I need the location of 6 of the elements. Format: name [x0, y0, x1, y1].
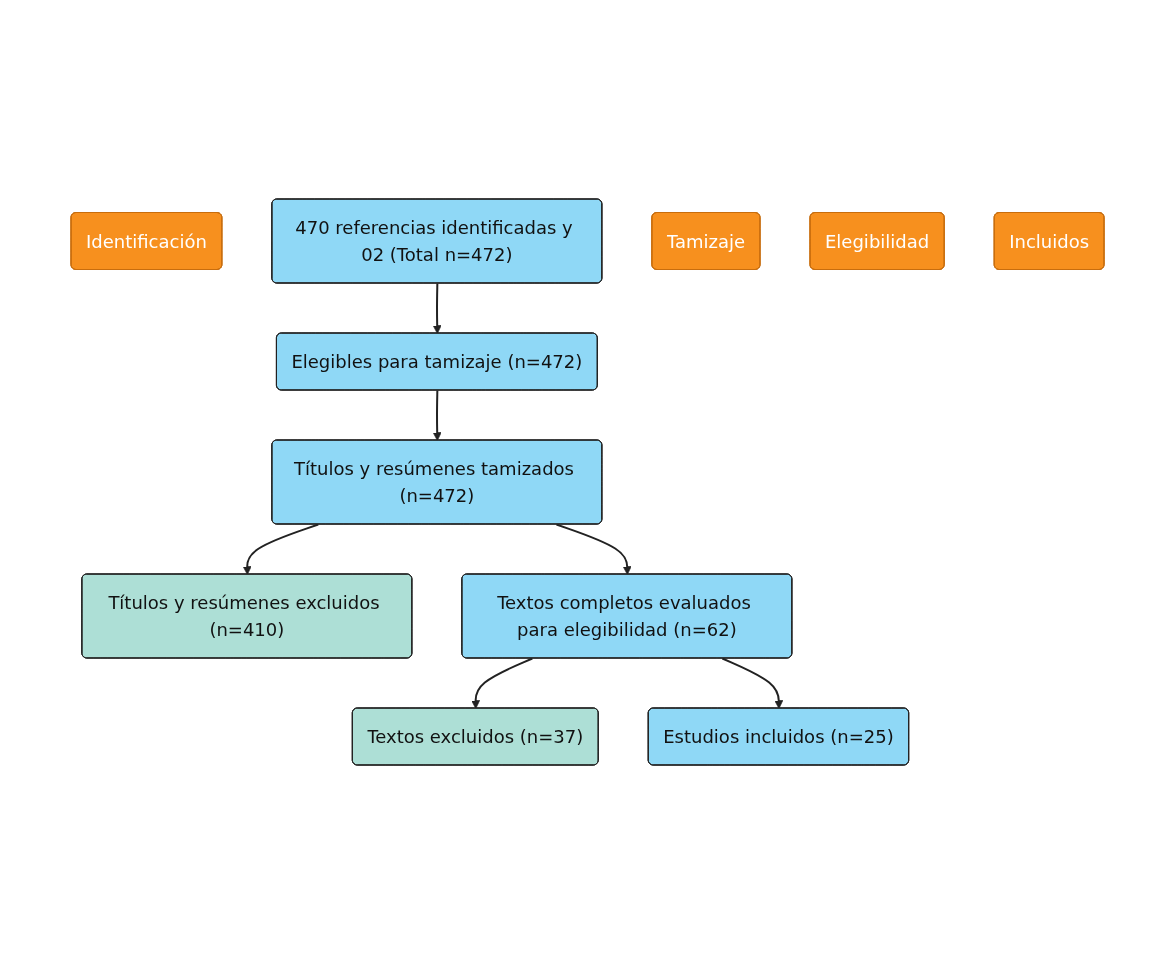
arrow — [242, 523, 320, 575]
arrow — [432, 389, 442, 441]
arrow — [555, 523, 632, 575]
arrow — [471, 657, 534, 709]
arrow — [721, 657, 784, 709]
arrow — [432, 282, 442, 334]
